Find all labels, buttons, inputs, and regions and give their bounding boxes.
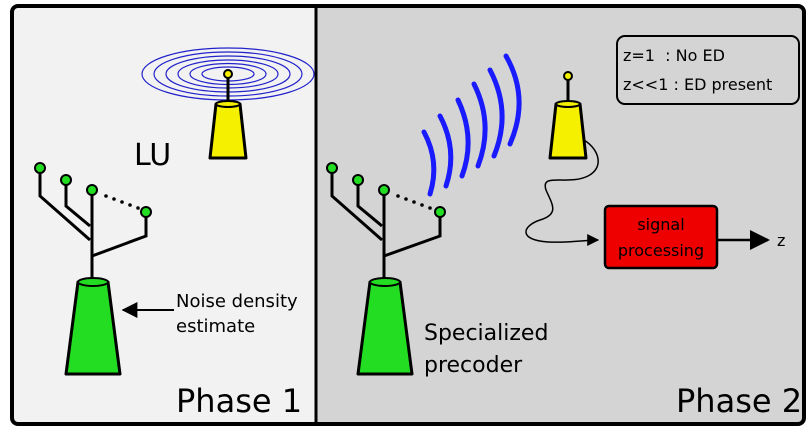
lu-label: LU	[134, 138, 171, 173]
phase1-panel	[12, 6, 316, 424]
radio-wave-icon	[421, 53, 522, 197]
phase1-title: Phase 1	[176, 382, 302, 420]
processing-line2: processing	[618, 241, 704, 260]
green-antenna-array-icon	[326, 162, 446, 376]
phase2-title: Phase 2	[676, 382, 802, 420]
precoder-line1: Specialized	[424, 321, 548, 346]
precoder-line2: precoder	[424, 353, 523, 378]
signal-processing-block-icon	[603, 204, 719, 270]
annotation-line2: estimate	[176, 316, 255, 337]
legend-box	[616, 35, 800, 105]
outer-frame	[10, 4, 806, 426]
processing-line1: signal	[637, 215, 684, 234]
yellow-receiver-antenna-icon	[548, 71, 588, 160]
legend-line1: z=1 : No ED	[623, 46, 725, 65]
legend-line2: z<<1 : ED present	[623, 75, 772, 94]
green-antenna-array-icon	[34, 162, 152, 376]
output-label: z	[777, 231, 785, 250]
signal-cable	[525, 139, 600, 247]
annotation-line1: Noise density	[176, 291, 298, 312]
yellow-receiver-antenna-icon	[208, 69, 248, 160]
